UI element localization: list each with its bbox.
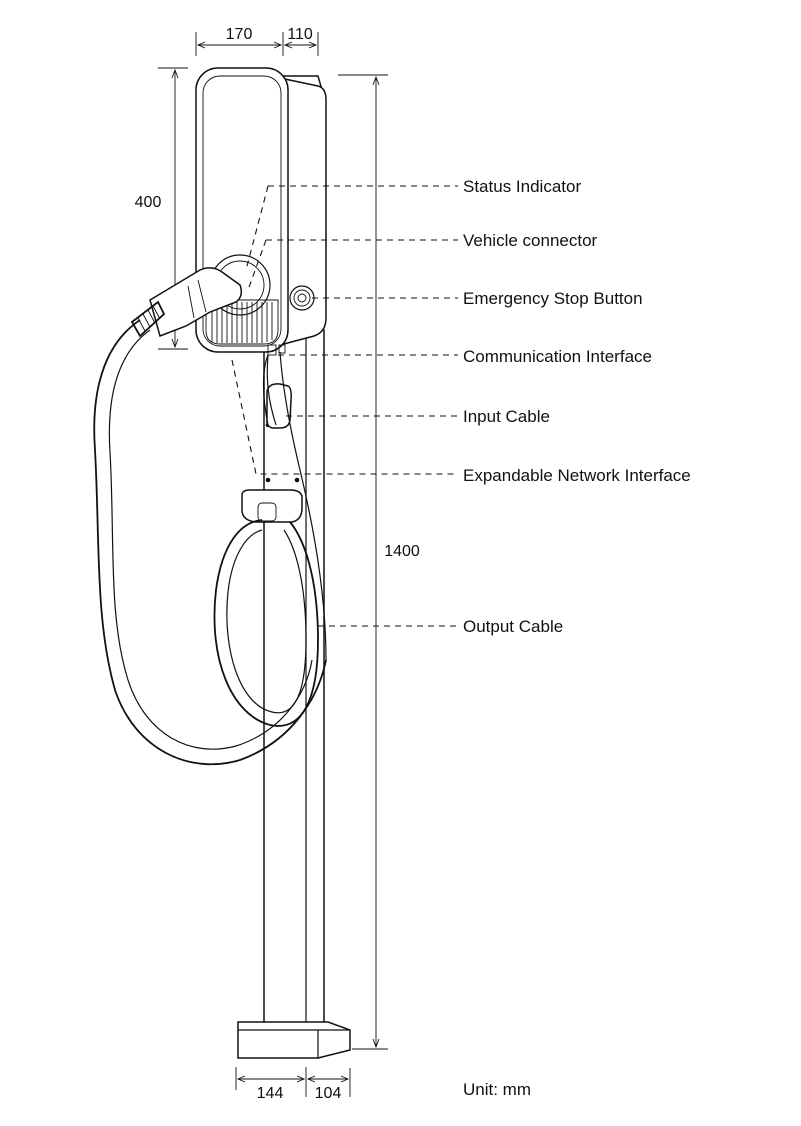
dim-base-width: 144 (257, 1085, 284, 1102)
dim-total-height: 1400 (384, 543, 420, 560)
dim-unit-depth: 110 (287, 26, 313, 43)
dim-base-depth: 104 (315, 1085, 342, 1102)
vehicle-connector-handle (130, 267, 243, 338)
callout-status-indicator: Status Indicator (463, 177, 581, 196)
callout-output-cable: Output Cable (463, 617, 563, 636)
callout-communication-interface: Communication Interface (463, 347, 652, 366)
cables (93, 267, 327, 766)
pedestal (237, 75, 351, 1059)
callout-vehicle-connector: Vehicle connector (463, 231, 598, 250)
dim-unit-width: 170 (226, 26, 253, 43)
dim-unit-height: 400 (135, 194, 162, 211)
callout-emergency-stop: Emergency Stop Button (463, 289, 643, 308)
callout-leaders (231, 185, 458, 627)
callout-expandable-network: Expandable Network Interface (463, 466, 691, 485)
callout-input-cable: Input Cable (463, 407, 550, 426)
unit-note: Unit: mm (463, 1080, 531, 1099)
